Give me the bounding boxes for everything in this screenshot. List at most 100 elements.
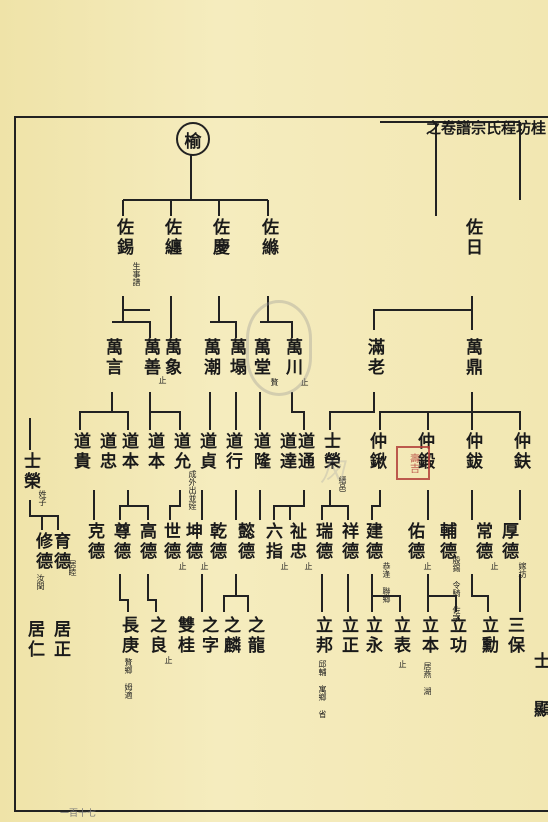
- gen1-e: 佐日: [462, 218, 482, 258]
- gen1-c: 佐慶: [209, 218, 229, 258]
- gen4-h16-note: 嫁坊: [518, 562, 527, 578]
- gen2-c2: 萬塌: [226, 338, 246, 378]
- left-c-note: 居睦: [68, 560, 77, 576]
- gen5-i10: 立表: [390, 616, 410, 656]
- ancestor-node: 榆: [176, 122, 210, 156]
- watermark-ring: [246, 300, 312, 396]
- gen4-h1: 克德: [84, 522, 104, 562]
- gen5-i9: 立永: [362, 616, 382, 656]
- gen3-g2: 道忠: [96, 432, 116, 472]
- gen4-h7: 懿德: [234, 522, 254, 562]
- line-a3: [122, 300, 150, 311]
- line-e-down: [373, 296, 473, 330]
- gen5-i12: 立功: [446, 616, 466, 656]
- gen4-h12-note: 恭逢 聯鄉: [382, 562, 391, 603]
- gen3-g5: 道允: [170, 432, 190, 472]
- gen4-h14-note: 殷錫 令騎 佐宗: [452, 556, 461, 622]
- gen2-e1: 滿老: [364, 338, 384, 378]
- gen5-i1: 長庚: [118, 616, 138, 656]
- line-c-down: [210, 296, 237, 338]
- line-g3-down: [93, 490, 261, 520]
- gen4-h15: 常德: [472, 522, 492, 562]
- gen1-a: 佐錫: [113, 218, 133, 258]
- gen4-h4: 世德: [160, 522, 180, 562]
- gen3-g14: 仲鈸: [462, 432, 482, 472]
- book-title: 桂坊程氏宗譜卷之: [424, 120, 547, 138]
- left-c: 育德: [50, 532, 70, 572]
- watermark-text: 风: [320, 458, 347, 488]
- gen5-i11: 立本: [418, 616, 438, 656]
- line-a2-down: [149, 392, 181, 430]
- gen3-g5-note: 成外出並姪: [188, 470, 197, 510]
- gen3-g12: 仲鍬: [366, 432, 386, 472]
- gen4-h3: 高德: [136, 522, 156, 562]
- line-g4-down: [119, 574, 249, 612]
- gen3-g6: 道貞: [196, 432, 216, 472]
- footer-mark: 一百十七: [60, 809, 97, 819]
- left-a: 士榮: [20, 452, 40, 492]
- seal-text: 壽吉: [407, 453, 419, 473]
- gen4-h8: 六指: [262, 522, 282, 562]
- gen4-h11: 祥德: [338, 522, 358, 562]
- gen1-d: 佐縧: [258, 218, 278, 258]
- left-b-note: 汝閏: [36, 574, 45, 590]
- gen4-h15-note: 止: [490, 562, 499, 570]
- right-edge-a: 士: [530, 652, 548, 672]
- gen5-i2-note: 止: [164, 656, 173, 664]
- gen5-i5: 之麟: [220, 616, 240, 656]
- gen2-d2-note: 止: [300, 378, 309, 386]
- gen3-g8: 道隆: [250, 432, 270, 472]
- gen5-i1-note: 贅鄉 姆適: [124, 658, 133, 699]
- line-right-top: [380, 121, 521, 216]
- gen5-i3: 雙桂: [174, 616, 194, 656]
- line-a-down: [112, 296, 151, 338]
- gen4-h9-note: 止: [304, 562, 313, 570]
- gen5-i14: 三保: [504, 616, 524, 656]
- gen5-i7-note: 邱輔 寓鄉 省: [318, 660, 327, 718]
- line-e1-down: [329, 392, 375, 430]
- gen4-h16: 厚德: [498, 522, 518, 562]
- line-d2-down: [291, 392, 305, 430]
- gen4-h4-note: 止: [178, 562, 187, 570]
- line-g4-right: [321, 574, 521, 612]
- gen4-h13: 佑德: [404, 522, 424, 562]
- ancestor-name: 榆: [184, 131, 202, 152]
- gen4-h5-note: 止: [200, 562, 209, 570]
- gen5-i10-note: 止: [398, 660, 407, 668]
- gen2-a3-note: 止: [158, 376, 167, 384]
- gen3-g11-note: 縉邑: [338, 476, 347, 492]
- left-b: 修德: [32, 532, 52, 572]
- gen3-g11: 士榮: [320, 432, 340, 472]
- left-d: 居仁: [24, 620, 44, 660]
- gen5-i8: 立正: [338, 616, 358, 656]
- gen4-h6: 乾德: [206, 522, 226, 562]
- gen4-h8-note: 止: [280, 562, 289, 570]
- gen1-a-note: 生事譜: [132, 262, 141, 286]
- gen4-h10: 瑞德: [312, 522, 332, 562]
- gen5-i2: 之良: [146, 616, 166, 656]
- gen2-a1: 萬言: [102, 338, 122, 378]
- gen2-b1: 萬象: [161, 338, 181, 378]
- line-e2-down: [379, 392, 521, 430]
- gen2-e2: 萬鼎: [462, 338, 482, 378]
- gen3-g10: 道通: [294, 432, 314, 472]
- gen4-h14: 輔德: [436, 522, 456, 562]
- gen3-g9: 道達: [276, 432, 296, 472]
- right-edge-b: 顯: [530, 700, 548, 720]
- collector-seal: 壽吉: [396, 446, 430, 480]
- gen3-g1: 道貴: [70, 432, 90, 472]
- line-a1-down: [79, 392, 129, 430]
- page-frame: [14, 116, 548, 812]
- left-a-note: 姓子: [38, 490, 47, 506]
- gen3-g3: 道本: [118, 432, 138, 472]
- gen4-h12: 建德: [362, 522, 382, 562]
- gen5-i6: 之龍: [244, 616, 264, 656]
- gen4-h5: 坤德: [182, 522, 202, 562]
- gen5-i7: 立邦: [312, 616, 332, 656]
- gen5-i11-note: 居燕 湖: [423, 662, 432, 695]
- line-g3-down-2: [273, 490, 305, 520]
- gen4-h9: 祉忠: [286, 522, 306, 562]
- gen3-g15: 仲鈇: [510, 432, 530, 472]
